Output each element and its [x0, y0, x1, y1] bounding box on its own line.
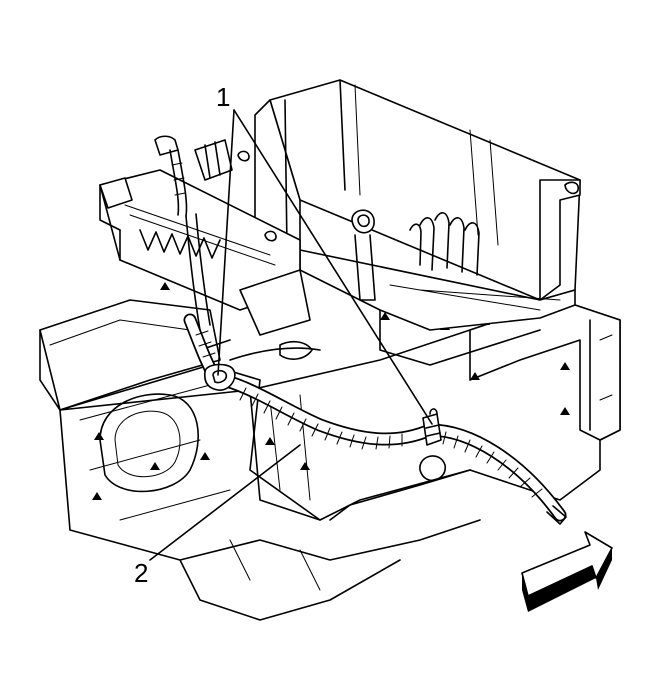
callout-label-1: 1	[216, 82, 231, 112]
callout-label-2: 2	[134, 558, 149, 588]
body-frame-panel	[39, 299, 621, 621]
forward-arrow-icon	[521, 531, 613, 612]
callout-leaders	[149, 109, 433, 561]
junction-block	[99, 135, 311, 351]
battery-tray	[254, 79, 581, 366]
battery-cable-harness	[183, 213, 567, 525]
